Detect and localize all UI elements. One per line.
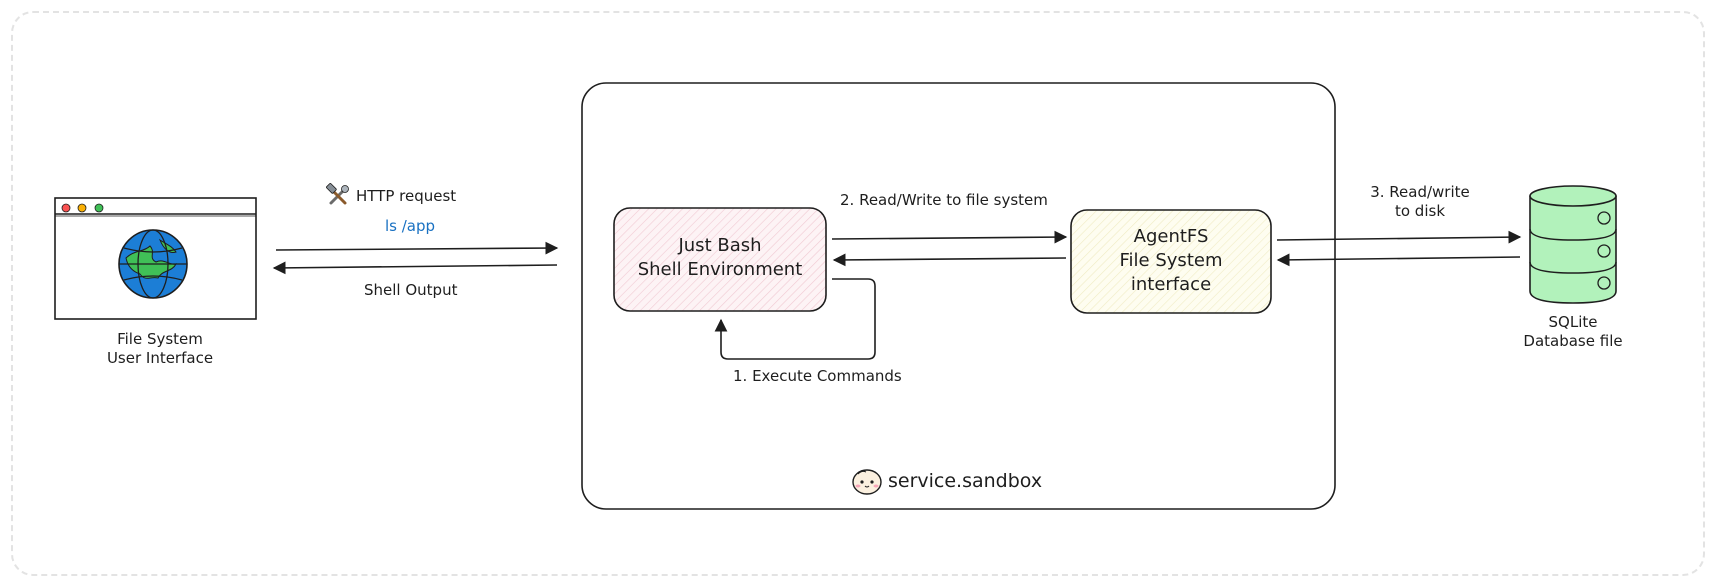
db-to-agentfs-arrow <box>1276 253 1521 267</box>
canvas-frame <box>11 11 1705 576</box>
window-minimize-dot[interactable] <box>77 203 87 213</box>
window-close-dot[interactable] <box>61 203 71 213</box>
step-execute-label: 1. Execute Commands <box>733 367 902 385</box>
just-bash-line2: Shell Environment <box>637 259 803 280</box>
http-request-arrow <box>275 241 559 255</box>
database-icon <box>1529 185 1617 304</box>
step-read-write-fs-label: 2. Read/Write to file system <box>840 191 1048 209</box>
agentfs-line2: File System <box>1119 250 1223 271</box>
tools-icon <box>326 183 349 205</box>
bash-to-agentfs-arrow <box>831 230 1068 244</box>
agentfs-to-bash-arrow <box>832 253 1067 267</box>
just-bash-title: Just Bash Shell Environment <box>614 234 826 282</box>
agentfs-to-db-arrow <box>1276 230 1522 244</box>
browser-caption-line2: User Interface <box>106 349 214 367</box>
shell-output-label: Shell Output <box>364 281 458 299</box>
step-disk-line2: to disk <box>1394 202 1446 220</box>
database-caption: SQLite Database file <box>1508 313 1638 351</box>
database-caption-line1: SQLite <box>1548 313 1598 331</box>
globe-icon <box>118 229 188 299</box>
sandbox-label: service.sandbox <box>888 470 1043 492</box>
agentfs-box <box>1070 209 1272 314</box>
step-disk-line1: 3. Read/write <box>1370 183 1470 201</box>
browser-caption-line1: File System <box>117 330 203 348</box>
just-bash-box <box>613 207 827 312</box>
browser-caption: File System User Interface <box>100 330 220 368</box>
agentfs-line1: AgentFS <box>1133 226 1209 247</box>
database-caption-line2: Database file <box>1523 332 1623 350</box>
agentfs-line3: interface <box>1130 274 1212 295</box>
step-disk-label: 3. Read/write to disk <box>1350 183 1490 221</box>
agentfs-title: AgentFS File System interface <box>1071 225 1271 297</box>
http-command-label: ls /app <box>385 217 436 235</box>
http-request-label: HTTP request <box>356 187 457 205</box>
just-bash-line1: Just Bash <box>678 235 762 256</box>
execute-commands-loop-arrow <box>714 278 876 360</box>
sandbox-container <box>581 82 1336 510</box>
bun-mascot-icon <box>852 469 882 495</box>
window-maximize-dot[interactable] <box>94 203 104 213</box>
shell-output-arrow <box>272 261 558 275</box>
